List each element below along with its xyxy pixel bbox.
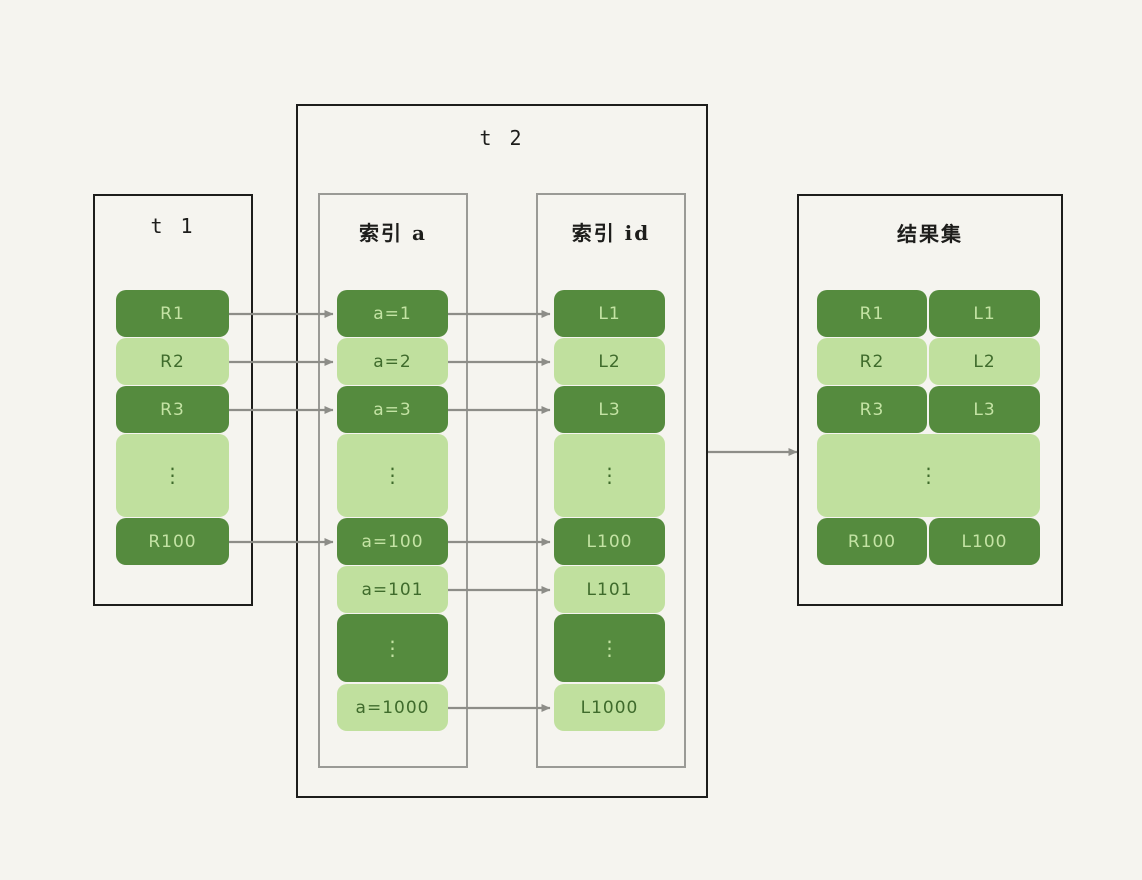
index-id-cell-4[interactable]: L100 — [554, 518, 665, 565]
index-a-cell-2-label: a=3 — [373, 399, 412, 420]
result-cell-3-label: ⋮ — [918, 463, 939, 488]
t1-cell-2[interactable]: R3 — [116, 386, 229, 433]
result-cell-1-left[interactable]: R2 — [817, 338, 927, 385]
result-cell-1-right[interactable]: L2 — [929, 338, 1040, 385]
index-id-cell-7[interactable]: L1000 — [554, 684, 665, 731]
t1-cell-3-label: ⋮ — [162, 463, 183, 488]
index-id-cell-3-label: ⋮ — [599, 463, 620, 488]
result-cell-2-left-label: R3 — [859, 399, 885, 420]
index-id-cell-5[interactable]: L101 — [554, 566, 665, 613]
result-cell-0-right[interactable]: L1 — [929, 290, 1040, 337]
index-id-cell-3[interactable]: ⋮ — [554, 434, 665, 517]
index-a-cell-3[interactable]: ⋮ — [337, 434, 448, 517]
result-cell-4-left[interactable]: R100 — [817, 518, 927, 565]
panel-result-set-title: 结果集 — [897, 222, 963, 246]
index-id-cell-5-label: L101 — [586, 579, 633, 600]
t1-cell-2-label: R3 — [160, 399, 185, 420]
index-id-cell-7-label: L1000 — [580, 697, 639, 718]
index-id-cell-0[interactable]: L1 — [554, 290, 665, 337]
t1-cell-0[interactable]: R1 — [116, 290, 229, 337]
panel-t1-title: t 1 — [150, 214, 196, 238]
t1-cell-3[interactable]: ⋮ — [116, 434, 229, 517]
index-a-cell-7[interactable]: a=1000 — [337, 684, 448, 731]
result-cell-2-right-label: L3 — [973, 399, 996, 420]
t1-cell-4[interactable]: R100 — [116, 518, 229, 565]
t1-cell-1[interactable]: R2 — [116, 338, 229, 385]
index-id-cell-6-label: ⋮ — [599, 635, 620, 660]
index-a-cell-1-label: a=2 — [373, 351, 412, 372]
index-a-cell-3-label: ⋮ — [382, 463, 403, 488]
index-a-cell-7-label: a=1000 — [355, 697, 430, 718]
panel-t2-title: t 2 — [479, 126, 525, 150]
result-cell-1-left-label: R2 — [859, 351, 885, 372]
index-a-cell-4[interactable]: a=100 — [337, 518, 448, 565]
index-id-cell-0-label: L1 — [598, 303, 621, 324]
result-cell-0-left-label: R1 — [859, 303, 885, 324]
result-cell-3[interactable]: ⋮ — [817, 434, 1040, 517]
index-a-cell-0-label: a=1 — [373, 303, 412, 324]
index-a-cell-4-label: a=100 — [361, 531, 424, 552]
t1-cell-4-label: R100 — [148, 531, 197, 552]
index-a-cell-5-label: a=101 — [361, 579, 424, 600]
index-a-cell-6-label: ⋮ — [382, 635, 403, 660]
result-cell-4-right[interactable]: L100 — [929, 518, 1040, 565]
index-id-cell-6[interactable]: ⋮ — [554, 614, 665, 682]
result-cell-0-left[interactable]: R1 — [817, 290, 927, 337]
result-cell-4-right-label: L100 — [961, 531, 1008, 552]
t1-cell-0-label: R1 — [160, 303, 185, 324]
index-a-cell-5[interactable]: a=101 — [337, 566, 448, 613]
index-id-cell-2-label: L3 — [598, 399, 621, 420]
result-cell-1-right-label: L2 — [973, 351, 996, 372]
index-a-cell-1[interactable]: a=2 — [337, 338, 448, 385]
index-a-cell-6[interactable]: ⋮ — [337, 614, 448, 682]
t1-cell-1-label: R2 — [160, 351, 185, 372]
index-id-cell-1[interactable]: L2 — [554, 338, 665, 385]
result-cell-4-left-label: R100 — [847, 531, 897, 552]
index-a-cell-0[interactable]: a=1 — [337, 290, 448, 337]
index-id-cell-2[interactable]: L3 — [554, 386, 665, 433]
result-cell-0-right-label: L1 — [973, 303, 996, 324]
result-cell-2-left[interactable]: R3 — [817, 386, 927, 433]
index-a-cell-2[interactable]: a=3 — [337, 386, 448, 433]
result-cell-2-right[interactable]: L3 — [929, 386, 1040, 433]
index-id-cell-4-label: L100 — [586, 531, 633, 552]
index-id-cell-1-label: L2 — [598, 351, 621, 372]
panel-index-id-title: 索引 id — [571, 221, 651, 245]
panel-index-a-title: 索引 a — [359, 221, 427, 245]
